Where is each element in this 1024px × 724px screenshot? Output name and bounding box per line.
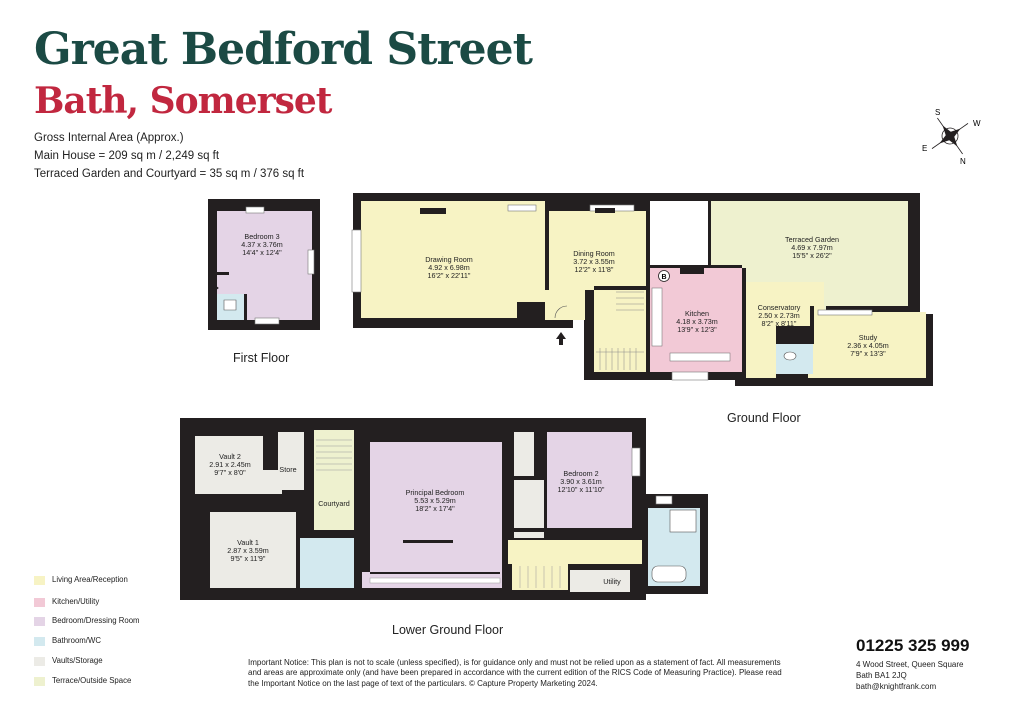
- study-name: Study: [859, 333, 878, 342]
- legend-item: Kitchen/Utility: [34, 596, 234, 610]
- room-bedroom-2: [546, 432, 632, 528]
- legend-swatch: [34, 677, 45, 686]
- drawing-room-name: Drawing Room: [425, 255, 473, 264]
- vault-2-metric: 2.91 x 2.45m: [209, 460, 251, 469]
- area-main-house: Main House = 209 sq m / 2,249 sq ft: [34, 150, 220, 162]
- vault-2-imperial: 9'7" x 8'0": [214, 468, 246, 477]
- vault-1-imperial: 9'5" x 11'9": [231, 554, 266, 563]
- contact-address-line-2: Bath BA1 2JQ: [856, 671, 907, 680]
- bedroom-2-metric: 3.90 x 3.61m: [560, 477, 602, 486]
- kitchen-name: Kitchen: [685, 309, 709, 318]
- room-study: [808, 312, 926, 378]
- bedroom-3-name: Bedroom 3: [244, 232, 279, 241]
- ground-stairs: [594, 290, 646, 372]
- garden-metric: 4.69 x 7.97m: [791, 243, 833, 252]
- dining-room-name: Dining Room: [573, 249, 615, 258]
- bedroom-2-imperial: 12'10" x 11'10": [558, 485, 605, 494]
- contact-address-line-1: 4 Wood Street, Queen Square: [856, 660, 964, 669]
- lower-hall: [508, 540, 642, 564]
- conservatory-metric: 2.50 x 2.73m: [758, 311, 800, 320]
- room-drawing-room: [361, 201, 545, 318]
- bedroom-3-metric: 4.37 x 3.76m: [241, 240, 283, 249]
- vault-2-name: Vault 2: [219, 452, 241, 461]
- principal-bedroom-name: Principal Bedroom: [406, 488, 465, 497]
- courtyard: [314, 430, 354, 530]
- room-vault-2: [195, 436, 282, 494]
- legend-label: Living Area/Reception: [52, 575, 128, 584]
- boiler-marker: B: [661, 274, 666, 281]
- area-garden: Terraced Garden and Courtyard = 35 sq m …: [34, 168, 305, 180]
- ground-floor-plan: B Ground Floor: [351, 193, 933, 425]
- compass-e: E: [922, 144, 927, 153]
- principal-bedroom-metric: 5.53 x 5.29m: [414, 496, 456, 505]
- garden-imperial: 15'5" x 26'2": [792, 251, 832, 260]
- legend-item: Vaults/Storage: [34, 655, 234, 669]
- legend-swatch: [34, 576, 45, 585]
- legend-label: Vaults/Storage: [52, 656, 103, 665]
- compass-s: S: [935, 108, 940, 117]
- store-name: Store: [279, 465, 296, 474]
- compass-icon: [931, 117, 969, 155]
- property-title: Great Bedford Street: [34, 24, 533, 75]
- kitchen-metric: 4.18 x 3.73m: [676, 317, 718, 326]
- contact-email[interactable]: bath@knightfrank.com: [856, 682, 937, 691]
- study-imperial: 7'9" x 13'3": [850, 349, 886, 358]
- important-notice: Important Notice: This plan is not to sc…: [248, 658, 782, 688]
- legend-item: Terrace/Outside Space: [34, 675, 234, 689]
- room-utility: [570, 570, 630, 592]
- drawing-room-metric: 4.92 x 6.98m: [428, 263, 470, 272]
- label-ground-floor: Ground Floor: [727, 411, 801, 425]
- legend-swatch: [34, 637, 45, 646]
- legend-label: Terrace/Outside Space: [52, 676, 132, 685]
- study-metric: 2.36 x 4.05m: [847, 341, 889, 350]
- room-principal-bedroom: [370, 442, 502, 572]
- first-floor-plan: First Floor: [208, 199, 320, 365]
- utility-name: Utility: [603, 577, 621, 586]
- lower-ground-floor-plan: Lower Ground Floor: [180, 418, 708, 637]
- contact-phone[interactable]: 01225 325 999: [856, 636, 970, 655]
- legend-item: Bedroom/Dressing Room: [34, 615, 234, 629]
- legend-swatch: [34, 657, 45, 666]
- vault-1-name: Vault 1: [237, 538, 259, 547]
- kitchen-imperial: 13'9" x 12'3": [677, 325, 717, 334]
- label-lower-ground-floor: Lower Ground Floor: [392, 623, 503, 637]
- legend-item: Bathroom/WC: [34, 635, 234, 649]
- room-shower: [300, 538, 356, 588]
- room-labels: Bedroom 3 4.37 x 3.76m 14'4" x 12'4" Dra…: [209, 232, 889, 586]
- label-first-floor: First Floor: [233, 351, 289, 365]
- compass-n: N: [960, 157, 966, 166]
- drawing-room-imperial: 16'2" x 22'11": [428, 271, 471, 280]
- bedroom-3-imperial: 14'4" x 12'4": [242, 248, 282, 257]
- area-heading: Gross Internal Area (Approx.): [34, 132, 184, 144]
- legend-item: Living Area/Reception: [34, 574, 234, 588]
- legend-label: Bedroom/Dressing Room: [52, 616, 140, 625]
- vault-1-metric: 2.87 x 3.59m: [227, 546, 269, 555]
- compass-w: W: [973, 119, 981, 128]
- property-location: Bath, Somerset: [34, 80, 332, 122]
- conservatory-name: Conservatory: [758, 303, 801, 312]
- conservatory-imperial: 8'2" x 8'11": [762, 319, 797, 328]
- courtyard-name: Courtyard: [318, 499, 350, 508]
- bedroom-2-name: Bedroom 2: [563, 469, 598, 478]
- dining-room-imperial: 12'2" x 11'8": [575, 265, 614, 274]
- legend-swatch: [34, 617, 45, 626]
- dining-room-metric: 3.72 x 3.55m: [573, 257, 615, 266]
- room-vault-1: [210, 512, 296, 588]
- garden-name: Terraced Garden: [785, 235, 839, 244]
- legend-label: Kitchen/Utility: [52, 597, 100, 606]
- legend-swatch: [34, 598, 45, 607]
- principal-bedroom-imperial: 18'2" x 17'4": [415, 504, 455, 513]
- room-store: [278, 432, 304, 490]
- legend-label: Bathroom/WC: [52, 636, 101, 645]
- room-dining-room: [549, 211, 646, 290]
